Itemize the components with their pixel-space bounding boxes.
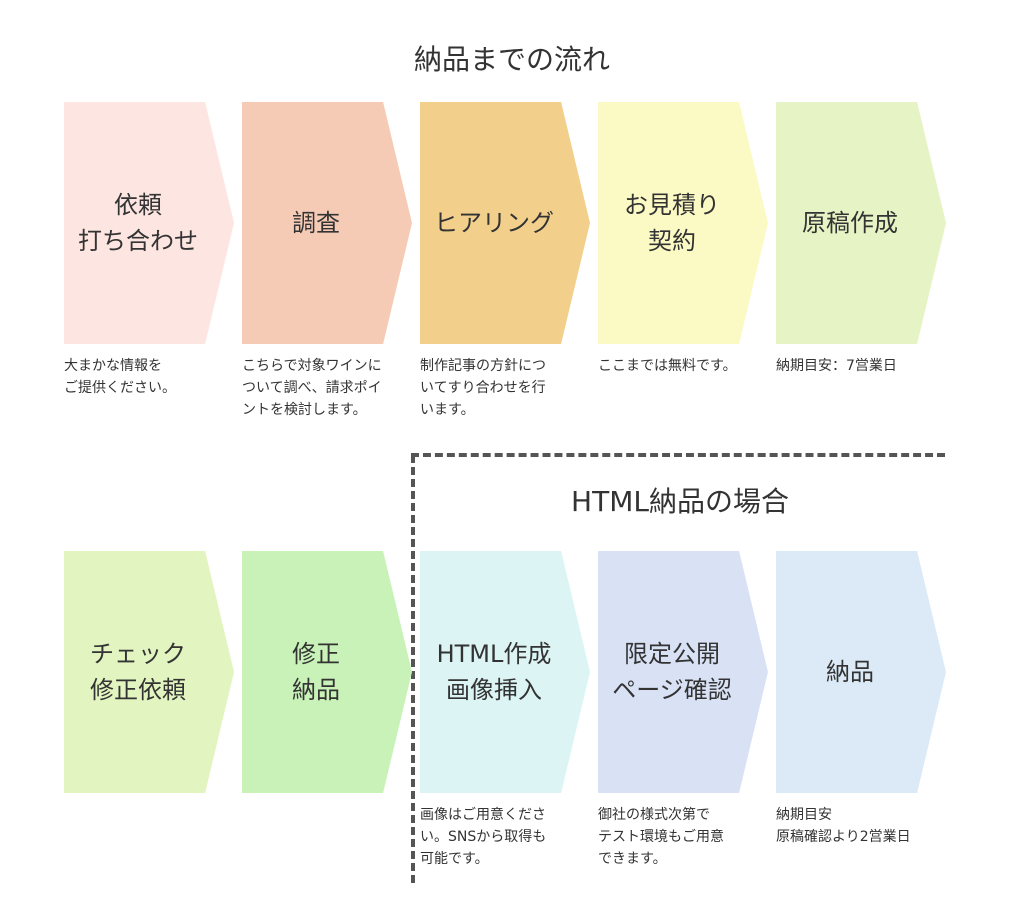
flow-step-arrow: チェック 修正依頼: [64, 551, 234, 793]
flow-step-description: 納期目安：7営業日: [776, 358, 897, 374]
flow-step-arrow: HTML作成 画像挿入: [420, 551, 590, 793]
flow-step-label: ヒアリング: [434, 209, 554, 237]
flow-step-arrow: 修正 納品: [242, 551, 412, 793]
page-title: 納品までの流れ: [413, 43, 610, 76]
flow-step-label: お見積り 契約: [624, 191, 720, 255]
flow-step-label: 原稿作成: [802, 209, 898, 237]
flow-step-arrow: 依頼 打ち合わせ: [64, 102, 234, 344]
flow-step-description: 画像はご用意くださ い。SNSから取得も 可能です。: [420, 807, 547, 867]
flow-step-description: 納期目安 原稿確認より2営業日: [776, 807, 911, 845]
flow-step-arrow: 原稿作成: [776, 102, 946, 344]
flow-step-arrow: 限定公開 ページ確認: [598, 551, 768, 793]
flow-step-arrow: お見積り 契約: [598, 102, 768, 344]
html-section-border-top: [411, 453, 945, 457]
flow-step-arrow: 納品: [776, 551, 946, 793]
flow-step-description: 制作記事の方針につ いてすり合わせを行 います。: [420, 358, 546, 418]
flow-step-description: こちらで対象ワインに ついて調べ、請求ポイ ントを検討します。: [242, 358, 382, 418]
flow-step-arrow: 調査: [242, 102, 412, 344]
flow-step-description: 御社の様式次第で テスト環境もご用意 できます。: [598, 807, 724, 867]
flow-step-label: チェック 修正依頼: [90, 640, 186, 704]
flow-step-label: 限定公開 ページ確認: [612, 640, 732, 704]
flow-step-arrow: ヒアリング: [420, 102, 590, 344]
flow-step-label: 修正 納品: [292, 640, 340, 704]
html-section-border-left: [411, 455, 415, 883]
flow-step-description: ここまでは無料です。: [598, 358, 737, 374]
html-section-title: HTML納品の場合: [571, 485, 789, 518]
flow-step-label: HTML作成 画像挿入: [436, 640, 552, 704]
flow-step-description: 大まかな情報を ご提供ください。: [64, 358, 176, 396]
flow-step-label: 依頼 打ち合わせ: [78, 191, 198, 255]
flow-step-label: 納品: [826, 658, 874, 686]
flow-step-label: 調査: [292, 209, 340, 237]
